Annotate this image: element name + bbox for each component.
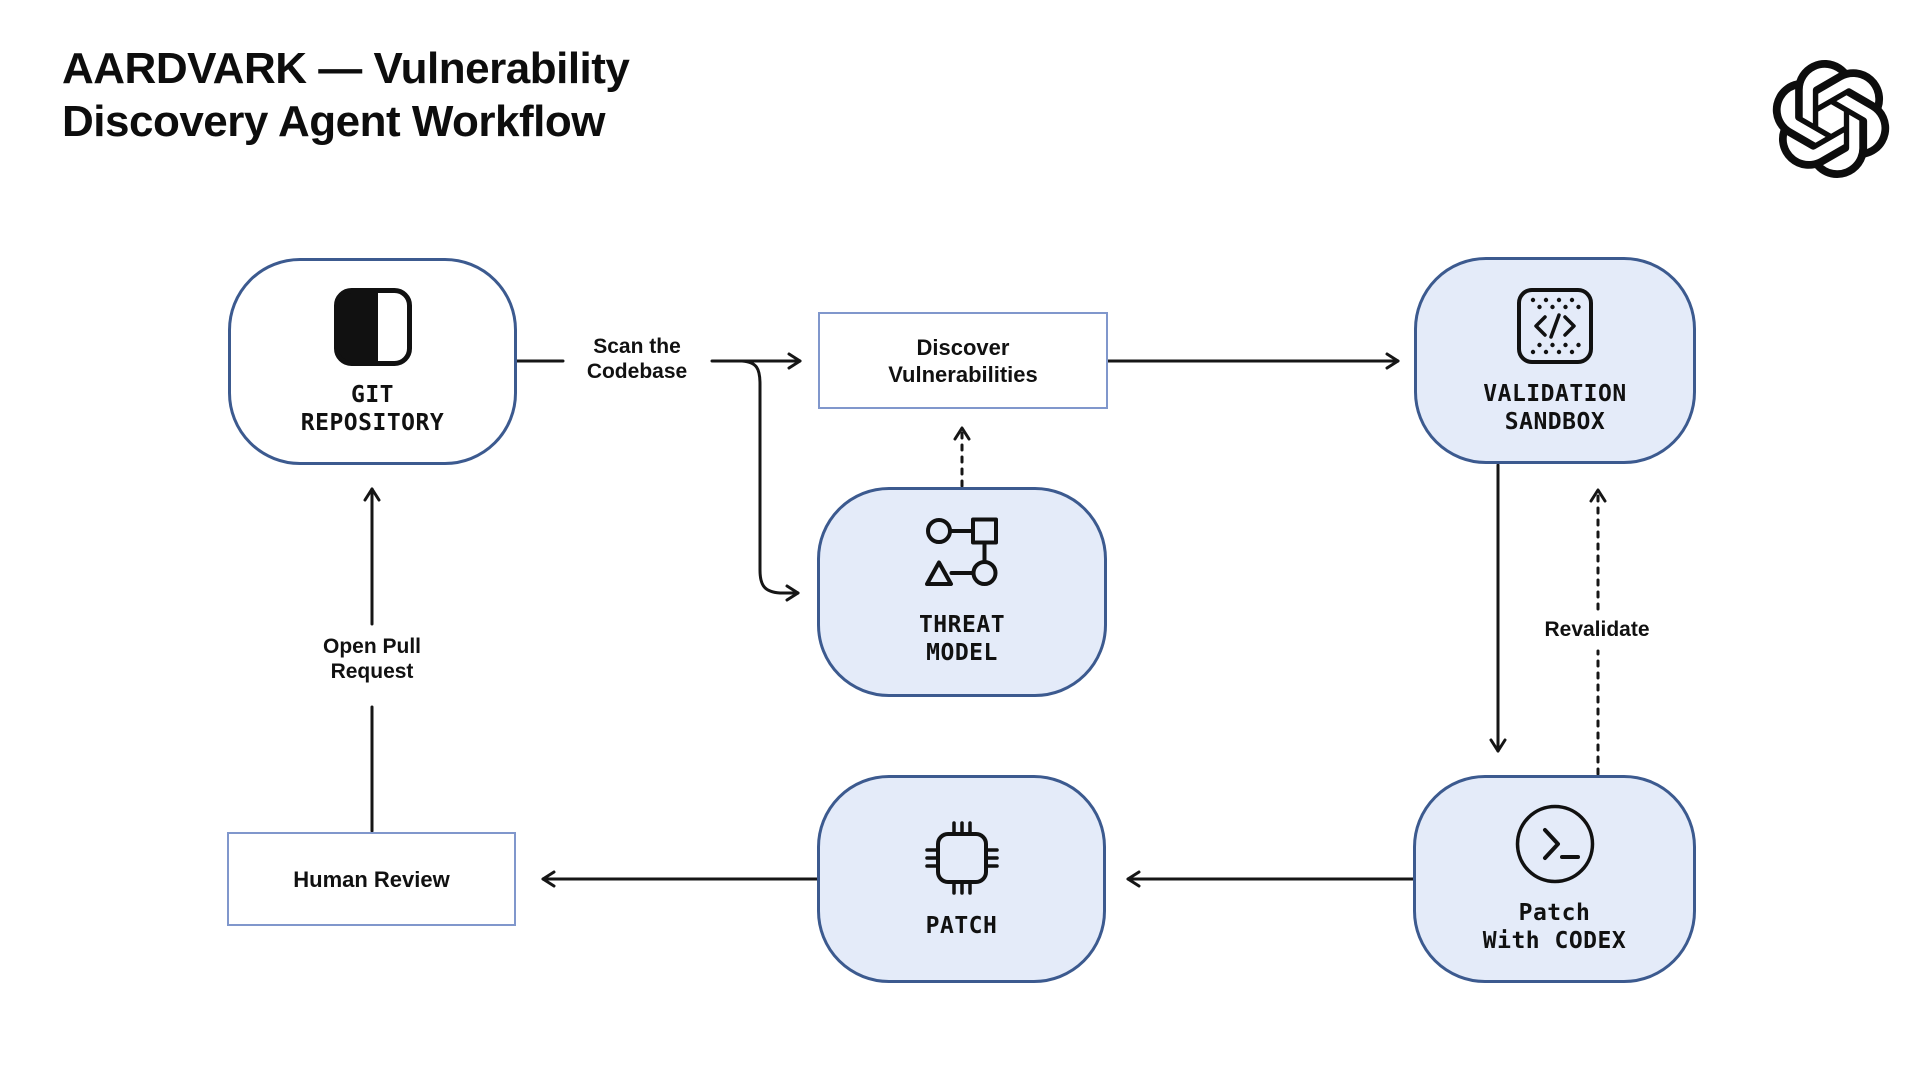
- edge-label-open-pull-request: Open Pull Request: [322, 635, 421, 683]
- node-label-patch: PATCH: [925, 913, 998, 939]
- git-repository-icon: [333, 287, 412, 366]
- validation-sandbox-icon: [1517, 287, 1593, 364]
- node-label-human-review: Human Review: [293, 866, 450, 892]
- openai-logo-icon: [1772, 60, 1890, 178]
- node-validation-sandbox: VALIDATION SANDBOX: [1414, 257, 1696, 464]
- edge-label-scan-the-codebase: Scan the Codebase: [586, 335, 688, 383]
- node-discover-vulnerabilities: Discover Vulnerabilities: [818, 312, 1108, 409]
- node-label-git-repository: GIT REPOSITORY: [300, 381, 445, 436]
- edge-label-revalidate: Revalidate: [1544, 618, 1650, 641]
- threat-model-icon: [925, 517, 998, 586]
- node-patch: PATCH: [817, 775, 1106, 983]
- node-label-threat-model: THREAT MODEL: [918, 612, 1006, 666]
- terminal-codex-icon: [1515, 804, 1594, 884]
- node-patch-with-codex: Patch With CODEX: [1413, 775, 1696, 983]
- connector-scan-branch-to-threat-model: [740, 359, 800, 602]
- node-label-patch-with-codex: Patch With CODEX: [1482, 900, 1627, 954]
- node-label-discover-vulnerabilities: Discover Vulnerabilities: [888, 334, 1038, 387]
- node-threat-model: THREAT MODEL: [817, 487, 1107, 697]
- page-title: AARDVARK — Vulnerability Discovery Agent…: [62, 44, 630, 146]
- node-human-review: Human Review: [227, 832, 516, 926]
- chip-icon: [924, 821, 999, 895]
- node-label-validation-sandbox: VALIDATION SANDBOX: [1483, 380, 1627, 435]
- node-git-repository: GIT REPOSITORY: [228, 258, 517, 465]
